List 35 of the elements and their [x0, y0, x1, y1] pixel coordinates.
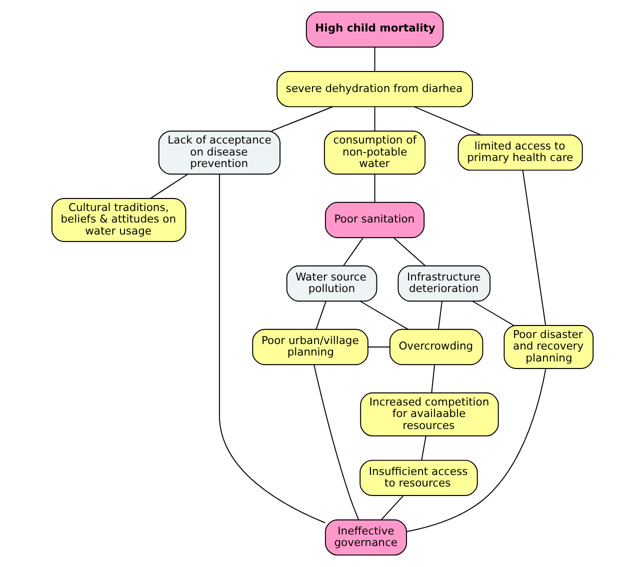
node-box: Infrastructure deterioration — [397, 265, 490, 302]
node-box: limited access to primary health care — [457, 134, 582, 171]
connector — [413, 106, 481, 136]
connector — [420, 436, 426, 461]
node-box: Insufficient access to resources — [359, 460, 478, 496]
connector — [359, 300, 408, 330]
connector — [374, 106, 375, 132]
connector — [270, 106, 333, 132]
node-box: High child mortality — [305, 11, 444, 48]
node-box: Poor disaster and recovery planning — [503, 325, 594, 369]
node-box: Lack of acceptance on disease prevention — [158, 130, 280, 175]
node-box: Increased competition for availaable resources — [360, 392, 498, 436]
connector — [374, 174, 375, 203]
connector — [430, 364, 435, 394]
connector — [218, 174, 326, 524]
connector — [380, 495, 404, 520]
node-box: consumption of non-potable water — [323, 130, 426, 175]
connector — [313, 364, 359, 520]
node-box: Poor urban/village planning — [252, 328, 368, 366]
connector — [437, 300, 442, 330]
connector — [392, 237, 426, 266]
node-box: Poor sanitation — [324, 202, 424, 238]
connector — [342, 237, 363, 266]
connector — [315, 300, 326, 330]
connector — [374, 46, 375, 72]
connector — [150, 174, 188, 199]
node-box: Ineffective governance — [324, 519, 406, 556]
node-box: Water source pollution — [286, 265, 377, 302]
node-box: Cultural traditions, beliefs & attitudes on water usage — [50, 198, 186, 242]
node-box: severe dehydration from diarhea — [276, 71, 472, 108]
connector — [367, 346, 390, 348]
connector — [522, 170, 546, 326]
node-box: Overcrowding — [388, 328, 483, 366]
connector — [406, 368, 546, 532]
connector — [471, 300, 514, 326]
